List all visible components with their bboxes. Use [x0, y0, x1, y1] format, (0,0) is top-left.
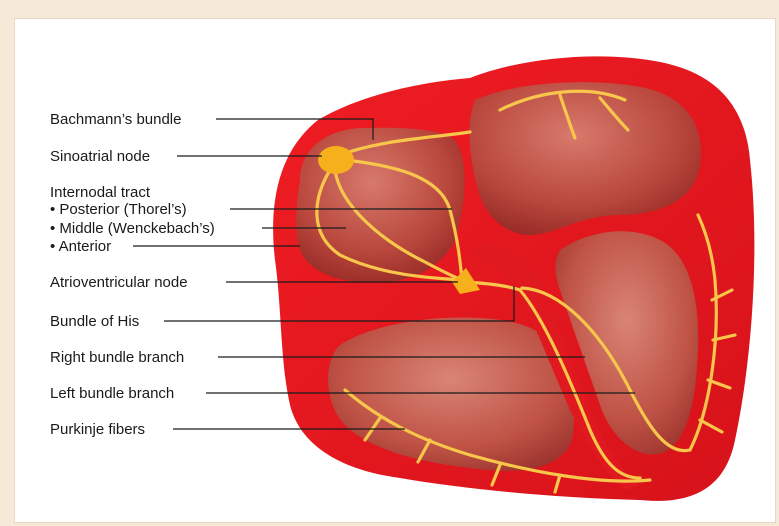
label-purkinje: Purkinje fibers	[50, 421, 145, 438]
label-internodal: Internodal tract	[50, 184, 151, 201]
label-left-branch: Left bundle branch	[50, 385, 174, 402]
label-sinoatrial: Sinoatrial node	[50, 148, 150, 165]
sinoatrial-node	[318, 146, 354, 174]
label-middle: • Middle (Wenckebach’s)	[50, 220, 215, 237]
label-av-node: Atrioventricular node	[50, 274, 188, 291]
label-anterior: • Anterior	[50, 238, 111, 255]
labels: Bachmann’s bundle Sinoatrial node Intern…	[50, 111, 215, 438]
label-right-branch: Right bundle branch	[50, 349, 184, 366]
label-bachmann: Bachmann’s bundle	[50, 111, 181, 128]
right-atrium	[296, 128, 464, 283]
label-his: Bundle of His	[50, 313, 139, 330]
label-posterior: • Posterior (Thorel’s)	[50, 201, 187, 218]
